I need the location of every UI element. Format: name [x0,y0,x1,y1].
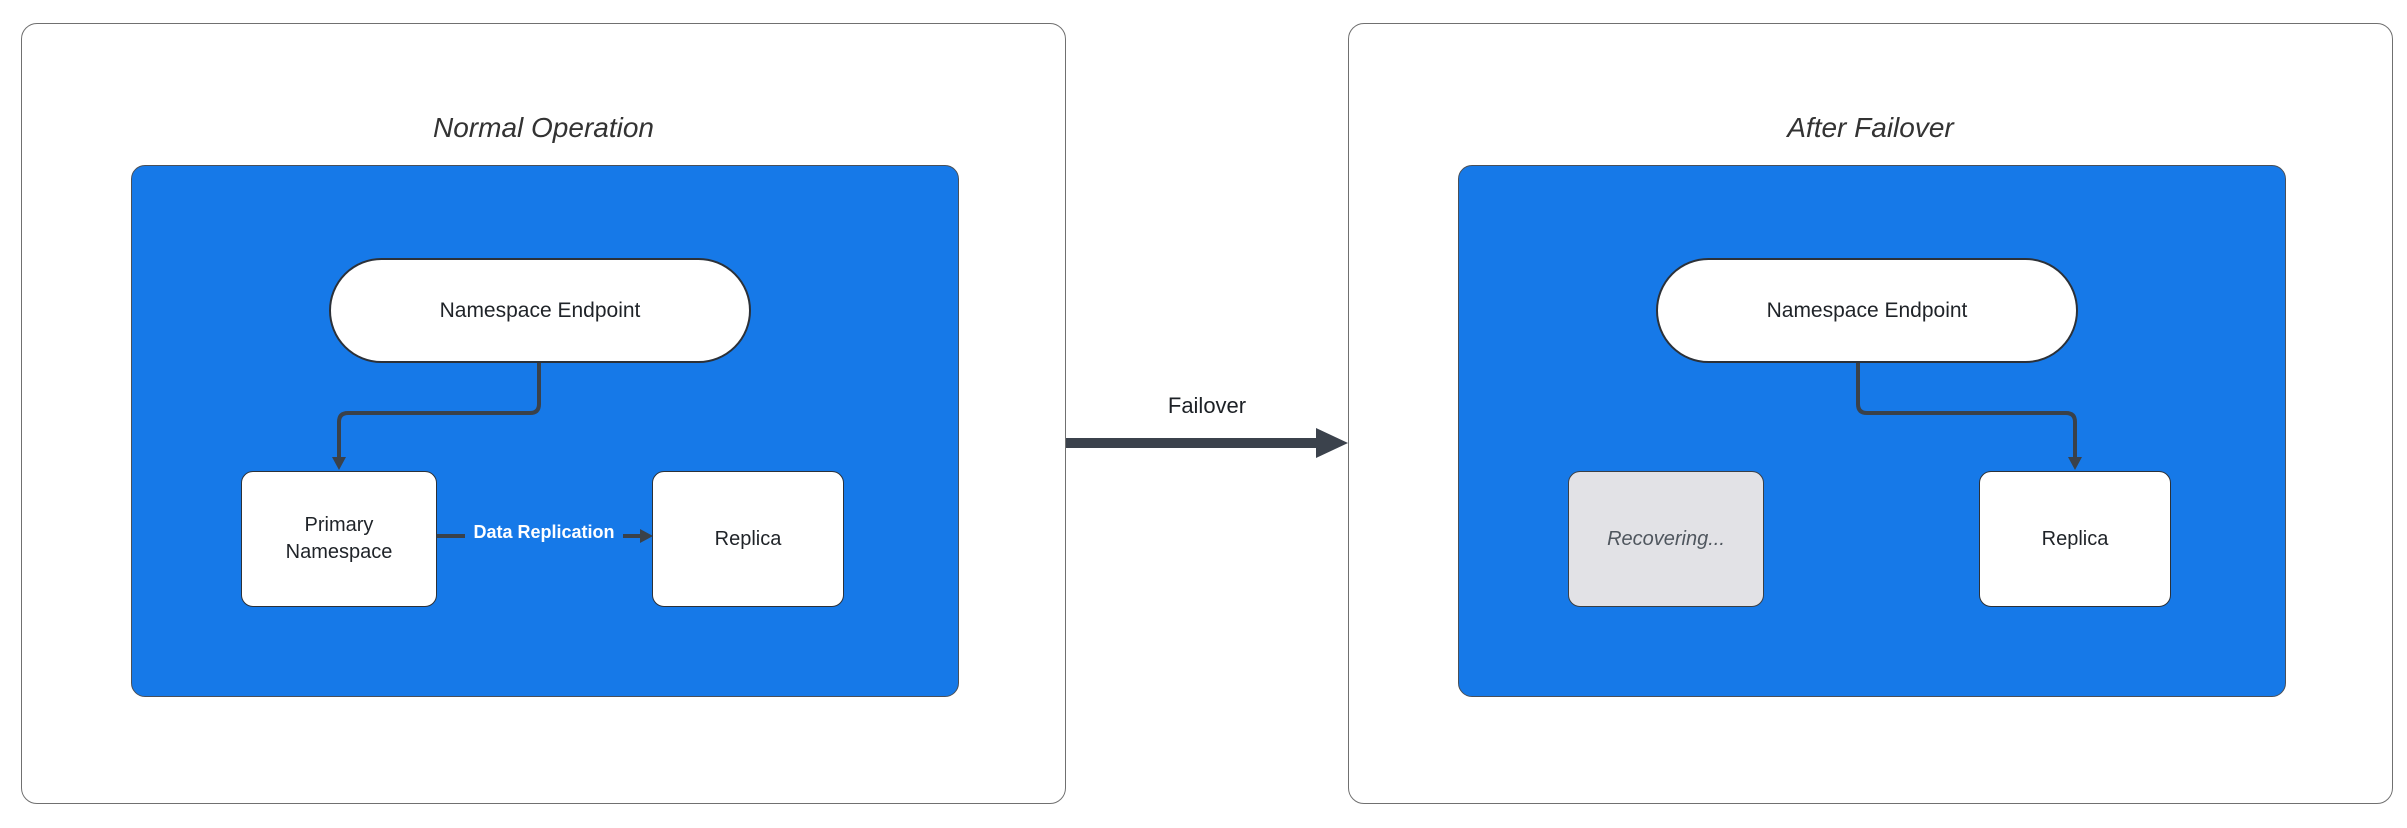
panel-title-normal-operation: Normal Operation [433,112,654,143]
node-namespace-endpoint: Namespace Endpoint [329,258,751,363]
panel-normal-operation: Normal Operation Namespace Endpoint Prim… [21,23,1066,804]
node-label: Namespace Endpoint [1766,298,1968,322]
node-label: Replica [714,527,782,550]
edge-lines-normal [332,363,653,543]
edge-endpoint-to-replica [1856,363,2082,470]
namespace-cluster-failover: Namespace Endpoint Recovering... Replica [1458,165,2286,697]
failover-arrow-icon [1066,428,1348,458]
failover-transition: Failover [1066,392,1348,462]
node-label: Namespace Endpoint [439,298,641,322]
failover-label: Failover [1167,393,1247,418]
node-label: Primary Namespace [285,514,393,563]
node-label: Recovering... [1607,527,1725,550]
panel-title-after-failover: After Failover [1787,112,1954,143]
node-replica-failover: Replica [1979,471,2171,607]
node-namespace-endpoint-failover: Namespace Endpoint [1656,258,2078,363]
edge-lines-failover [1856,363,2082,470]
panel-after-failover: After Failover Namespace Endpoint Recove… [1348,23,2393,804]
node-primary-namespace: Primary Namespace [241,471,437,607]
node-label: Replica [2041,527,2109,550]
namespace-cluster-normal: Namespace Endpoint Primary Namespace Rep… [131,165,959,697]
node-recovering: Recovering... [1568,471,1764,607]
edge-endpoint-to-primary [332,363,541,470]
node-replica-normal: Replica [652,471,844,607]
